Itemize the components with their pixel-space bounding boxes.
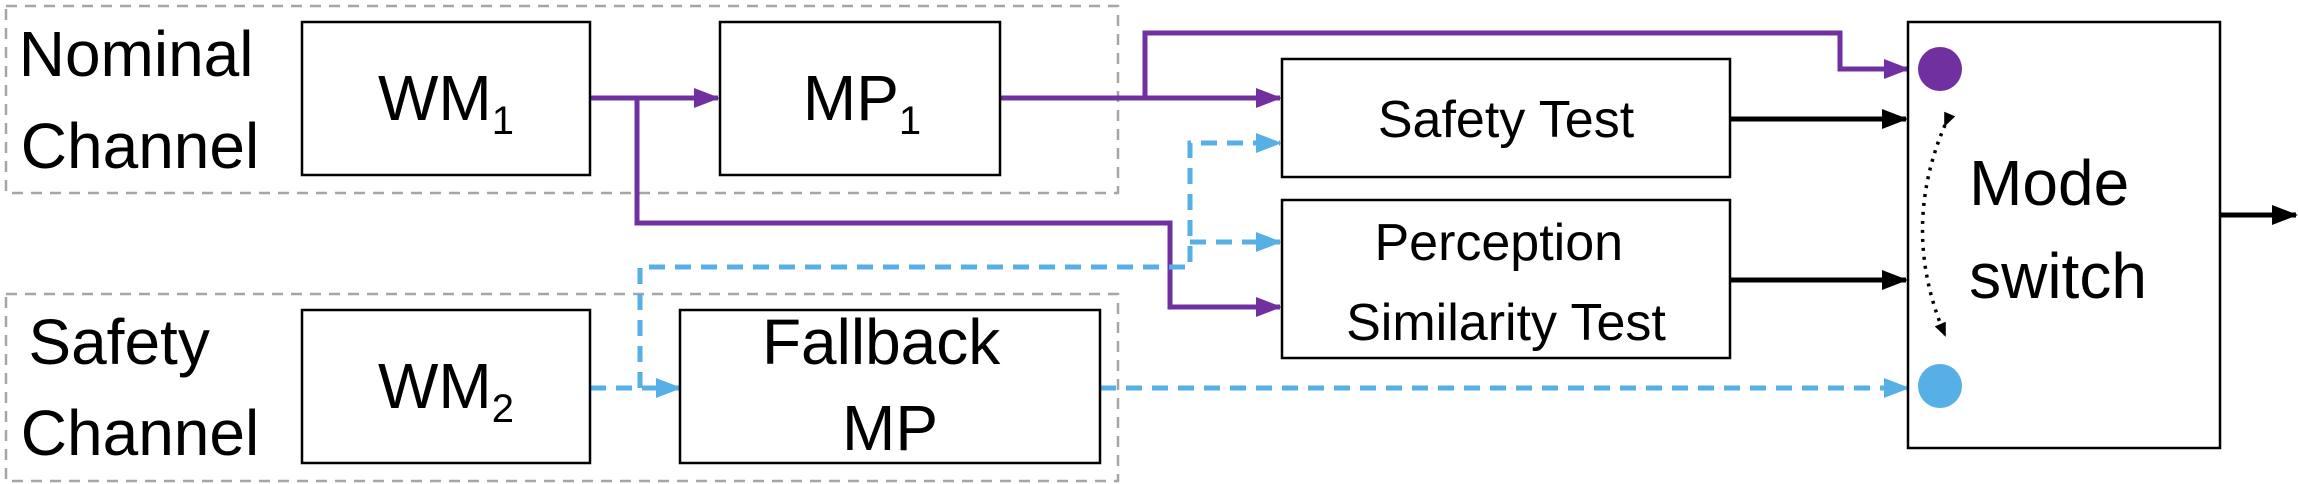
control-wires [1730, 109, 2298, 290]
svg-text:MP1: MP1 [803, 62, 921, 143]
wm1-block: WM1 [300, 20, 592, 177]
svg-text:Fallback MP: Fallback MP [762, 306, 1018, 464]
svg-text:WM1: WM1 [378, 62, 514, 143]
fallback-input-dot [1918, 364, 1962, 408]
safety-wires [590, 133, 1910, 398]
svg-text:Safety Test: Safety Test [1378, 91, 1635, 149]
fallback-mp-block: Fallback MP [678, 306, 1102, 465]
svg-text:Perception Similarity Te: Perception Similarity Test [1346, 214, 1666, 352]
nominal-wires [590, 30, 1910, 317]
safety-channel-label: Safety Channel [21, 306, 259, 469]
nominal-input-dot [1918, 47, 1962, 91]
nominal-channel-label: Nominal Channel [19, 18, 272, 182]
svg-text:WM2: WM2 [378, 350, 514, 431]
safety-channel-frame [4, 292, 1120, 483]
switch-toggle-arrow [1920, 111, 1956, 337]
mp1-block: MP1 [718, 20, 1002, 177]
safety-test-block: Safety Test [1280, 57, 1732, 179]
wm2-block: WM2 [300, 308, 592, 465]
perception-similarity-test-block: Perception Similarity Test [1280, 198, 1732, 360]
svg-text:Mode switch: Mode switch [1969, 147, 2147, 312]
